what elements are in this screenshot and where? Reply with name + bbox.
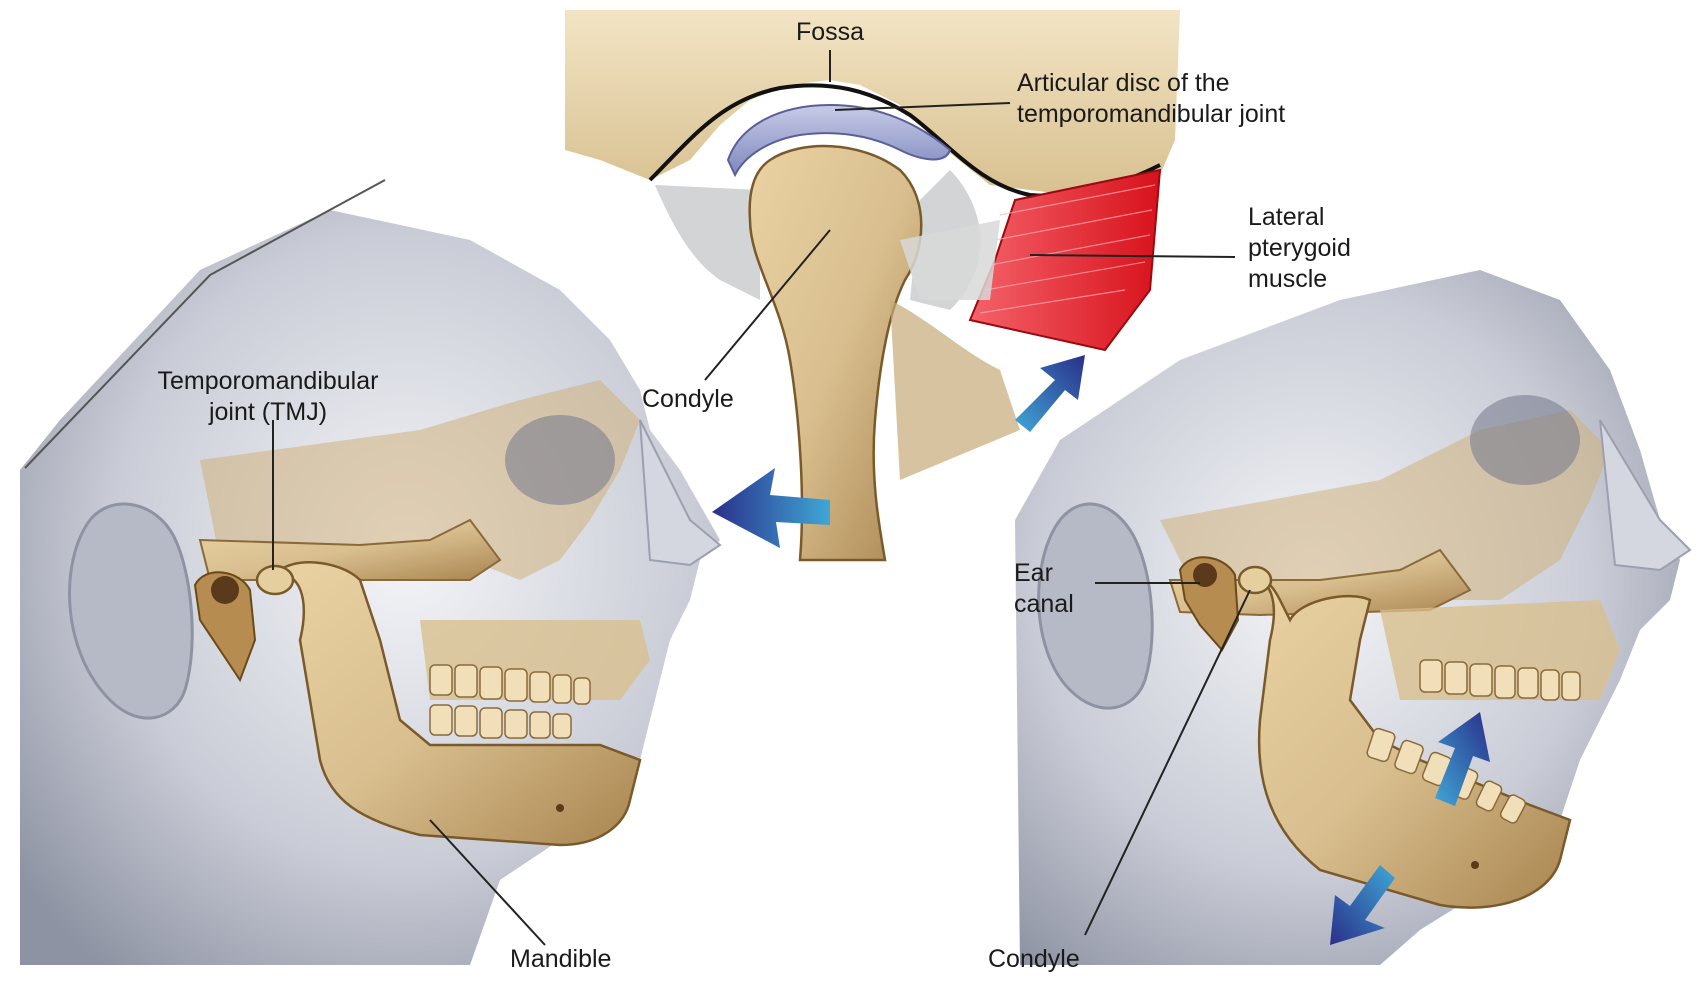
- left-orbit: [505, 415, 615, 505]
- right-head: [1015, 270, 1690, 965]
- label-articular-disc: Articular disc of the temporomandibular …: [1017, 68, 1285, 130]
- left-tmj-condyle: [257, 566, 293, 594]
- right-orbit: [1470, 395, 1580, 485]
- label-mandible: Mandible: [510, 944, 611, 975]
- left-mental-foramen: [556, 804, 564, 812]
- arrow-up-right: [1015, 355, 1085, 432]
- label-condyle-top: Condyle: [642, 384, 734, 415]
- label-lateral-pterygoid: Lateral pterygoid muscle: [1248, 202, 1351, 295]
- right-nose: [1600, 420, 1690, 570]
- lateral-pterygoid-muscle: [970, 170, 1160, 350]
- label-ear-canal: Ear canal: [1014, 558, 1074, 620]
- label-fossa: Fossa: [780, 17, 880, 48]
- label-condyle-right: Condyle: [988, 944, 1080, 975]
- left-ear-canal: [211, 576, 239, 604]
- left-head: [20, 180, 720, 965]
- right-tmj-condyle: [1239, 567, 1271, 593]
- right-mental-foramen: [1471, 861, 1479, 869]
- joint-capsule: [655, 185, 760, 300]
- label-tmj: Temporomandibular joint (TMJ): [118, 366, 418, 428]
